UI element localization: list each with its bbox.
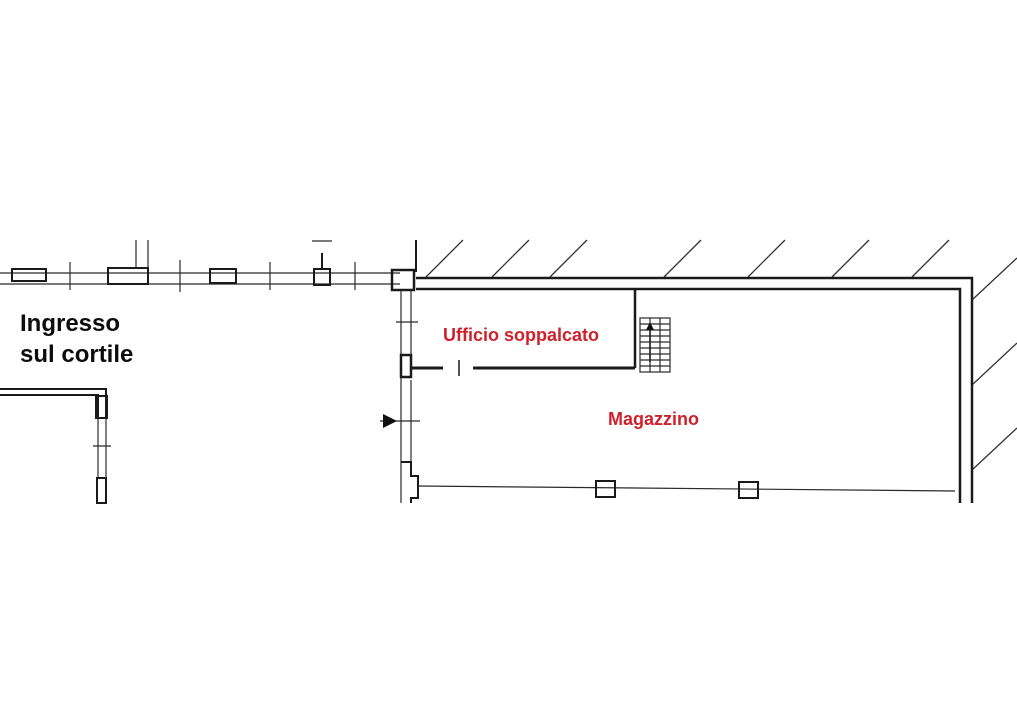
outer-walls bbox=[416, 276, 974, 503]
hatched-exterior-top bbox=[425, 239, 950, 278]
warehouse-label: Magazzino bbox=[608, 409, 700, 429]
mezzanine-office-label: Ufficio soppalcato bbox=[443, 325, 600, 345]
door-marker bbox=[380, 414, 420, 428]
entrance-label: Ingresso sul cortile bbox=[20, 308, 133, 370]
hatched-exterior-right bbox=[971, 257, 1017, 471]
entrance-label-line1: Ingresso bbox=[20, 310, 121, 337]
entrance-label-line2: sul cortile bbox=[20, 341, 134, 368]
lower-left-wall bbox=[0, 388, 111, 504]
interior-wall-left bbox=[390, 240, 419, 503]
column-row bbox=[417, 480, 956, 499]
office-partition bbox=[411, 289, 637, 376]
staircase bbox=[639, 317, 671, 373]
facade-top-left bbox=[0, 240, 400, 292]
